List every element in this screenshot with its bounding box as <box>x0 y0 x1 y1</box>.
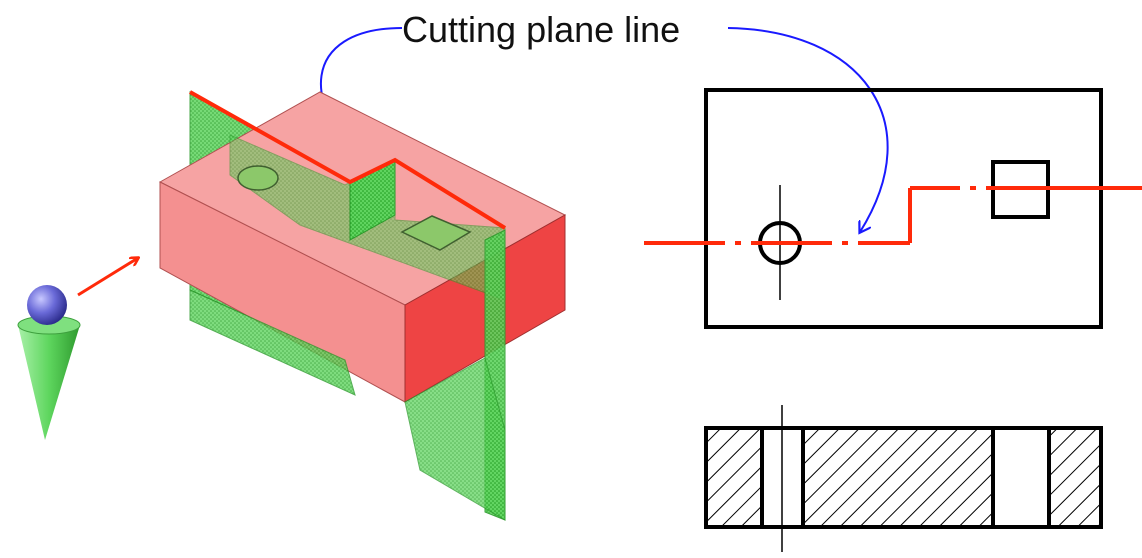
observer-eye-icon <box>17 285 81 440</box>
callout-pointer-right <box>727 27 889 232</box>
top-view <box>644 88 1142 329</box>
top-view-outline <box>704 88 1103 329</box>
callout-label: Cutting plane line <box>402 9 680 50</box>
section-view <box>704 405 1103 552</box>
cutting-edge-3d <box>189 90 507 230</box>
section-hatch-middle <box>803 428 993 527</box>
cutting-plane-lower <box>404 357 506 521</box>
section-view-outline <box>704 426 1103 529</box>
cutting-plane-line <box>644 186 1142 245</box>
section-hatch-right <box>1049 428 1101 527</box>
pictorial-block <box>158 90 567 521</box>
round-hole <box>237 165 279 191</box>
cutting-plane-bottom-left <box>189 289 356 396</box>
section-hatch-left <box>706 428 762 527</box>
view-direction-arrow-icon <box>77 258 138 297</box>
square-hole <box>400 215 472 251</box>
